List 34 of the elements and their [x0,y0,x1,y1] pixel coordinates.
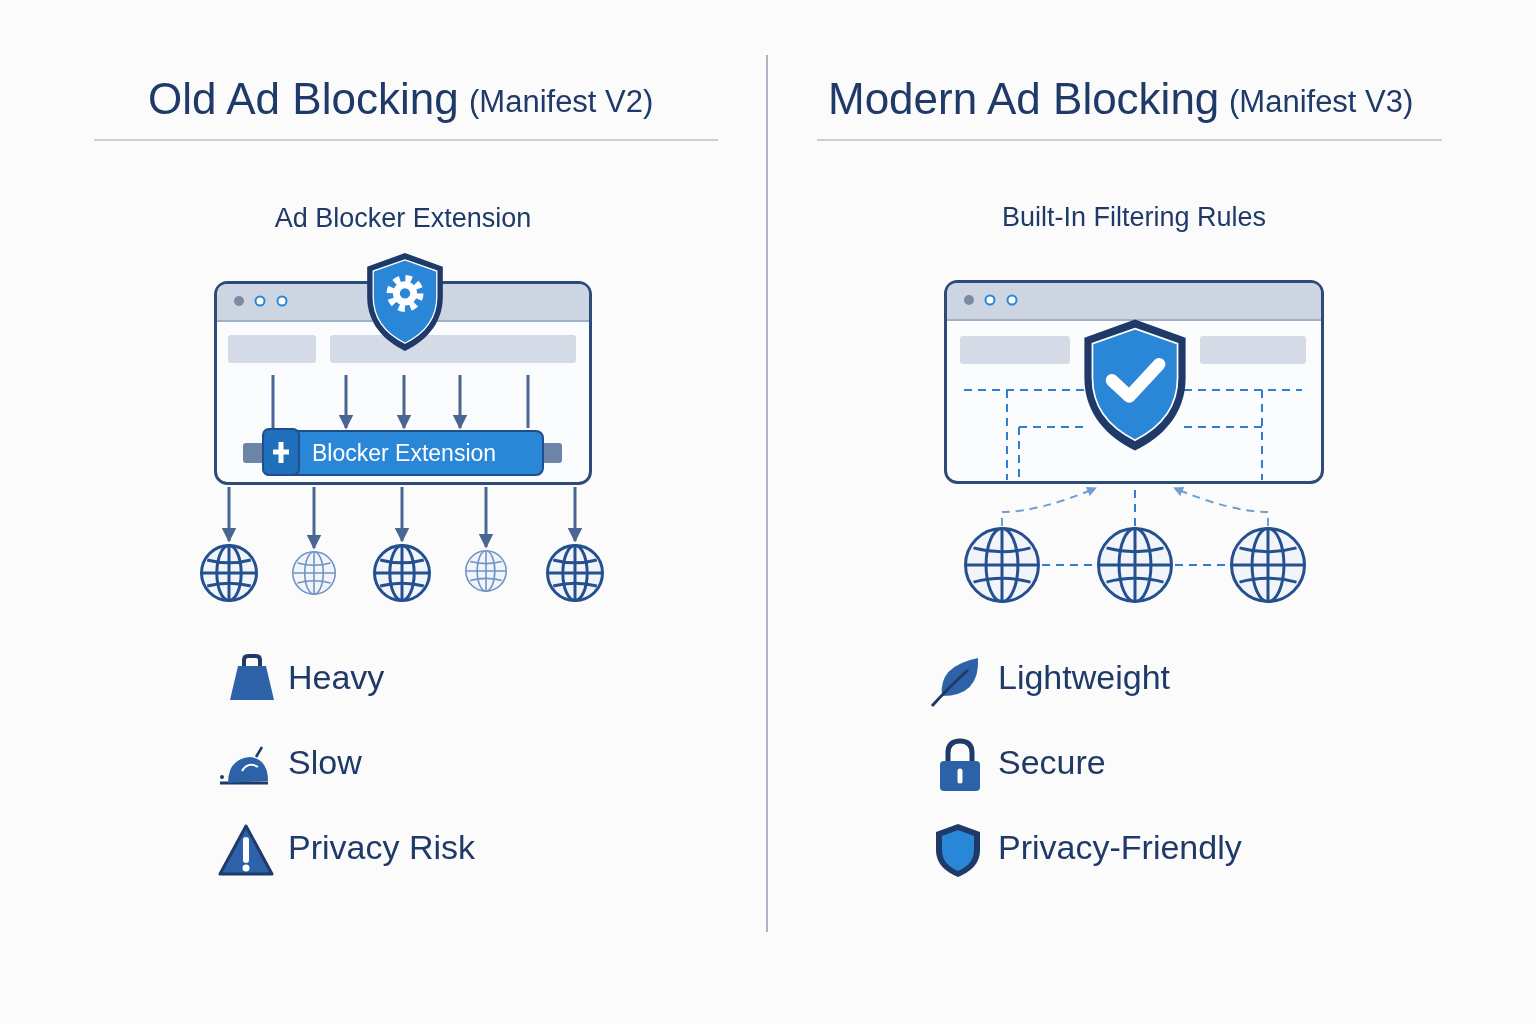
heading-subtitle: (Manifest V3) [1229,84,1414,120]
extension-bar [262,430,544,476]
globe-icon [465,550,507,592]
globe-icon [1230,527,1306,603]
arrow [1173,486,1269,527]
arrow [567,487,583,543]
arrow [452,375,468,430]
arrow [221,487,237,543]
globe-icon [964,527,1040,603]
globe-icon [292,551,336,595]
panel-heading: Modern Ad Blocking [828,74,1220,124]
heading-subtitle: (Manifest V2) [469,84,654,120]
feature-label: Privacy Risk [288,828,476,867]
arrow [338,375,354,430]
feature-label: Heavy [288,658,385,697]
arrow [306,487,322,550]
connector-line [526,375,530,428]
bar-label: Blocker Extension [312,439,497,467]
feature-label: Privacy-Friendly [998,828,1242,867]
feature-label: Secure [998,743,1106,782]
node-label: Built-In Filtering Rules [1001,202,1267,232]
globe-icon [373,544,431,602]
globe-icon [1097,527,1173,603]
feature-label: Lightweight [998,658,1170,697]
arrow [394,487,410,543]
arrow [478,487,494,549]
arrow [1001,486,1097,527]
connector-line [271,375,275,428]
globe-icon [546,544,604,602]
arrow [396,375,412,430]
panel-heading: Old Ad Blocking [148,74,459,124]
feature-label: Slow [288,743,362,782]
node-label: Ad Blocker Extension [274,203,532,233]
globe-icon [200,544,258,602]
